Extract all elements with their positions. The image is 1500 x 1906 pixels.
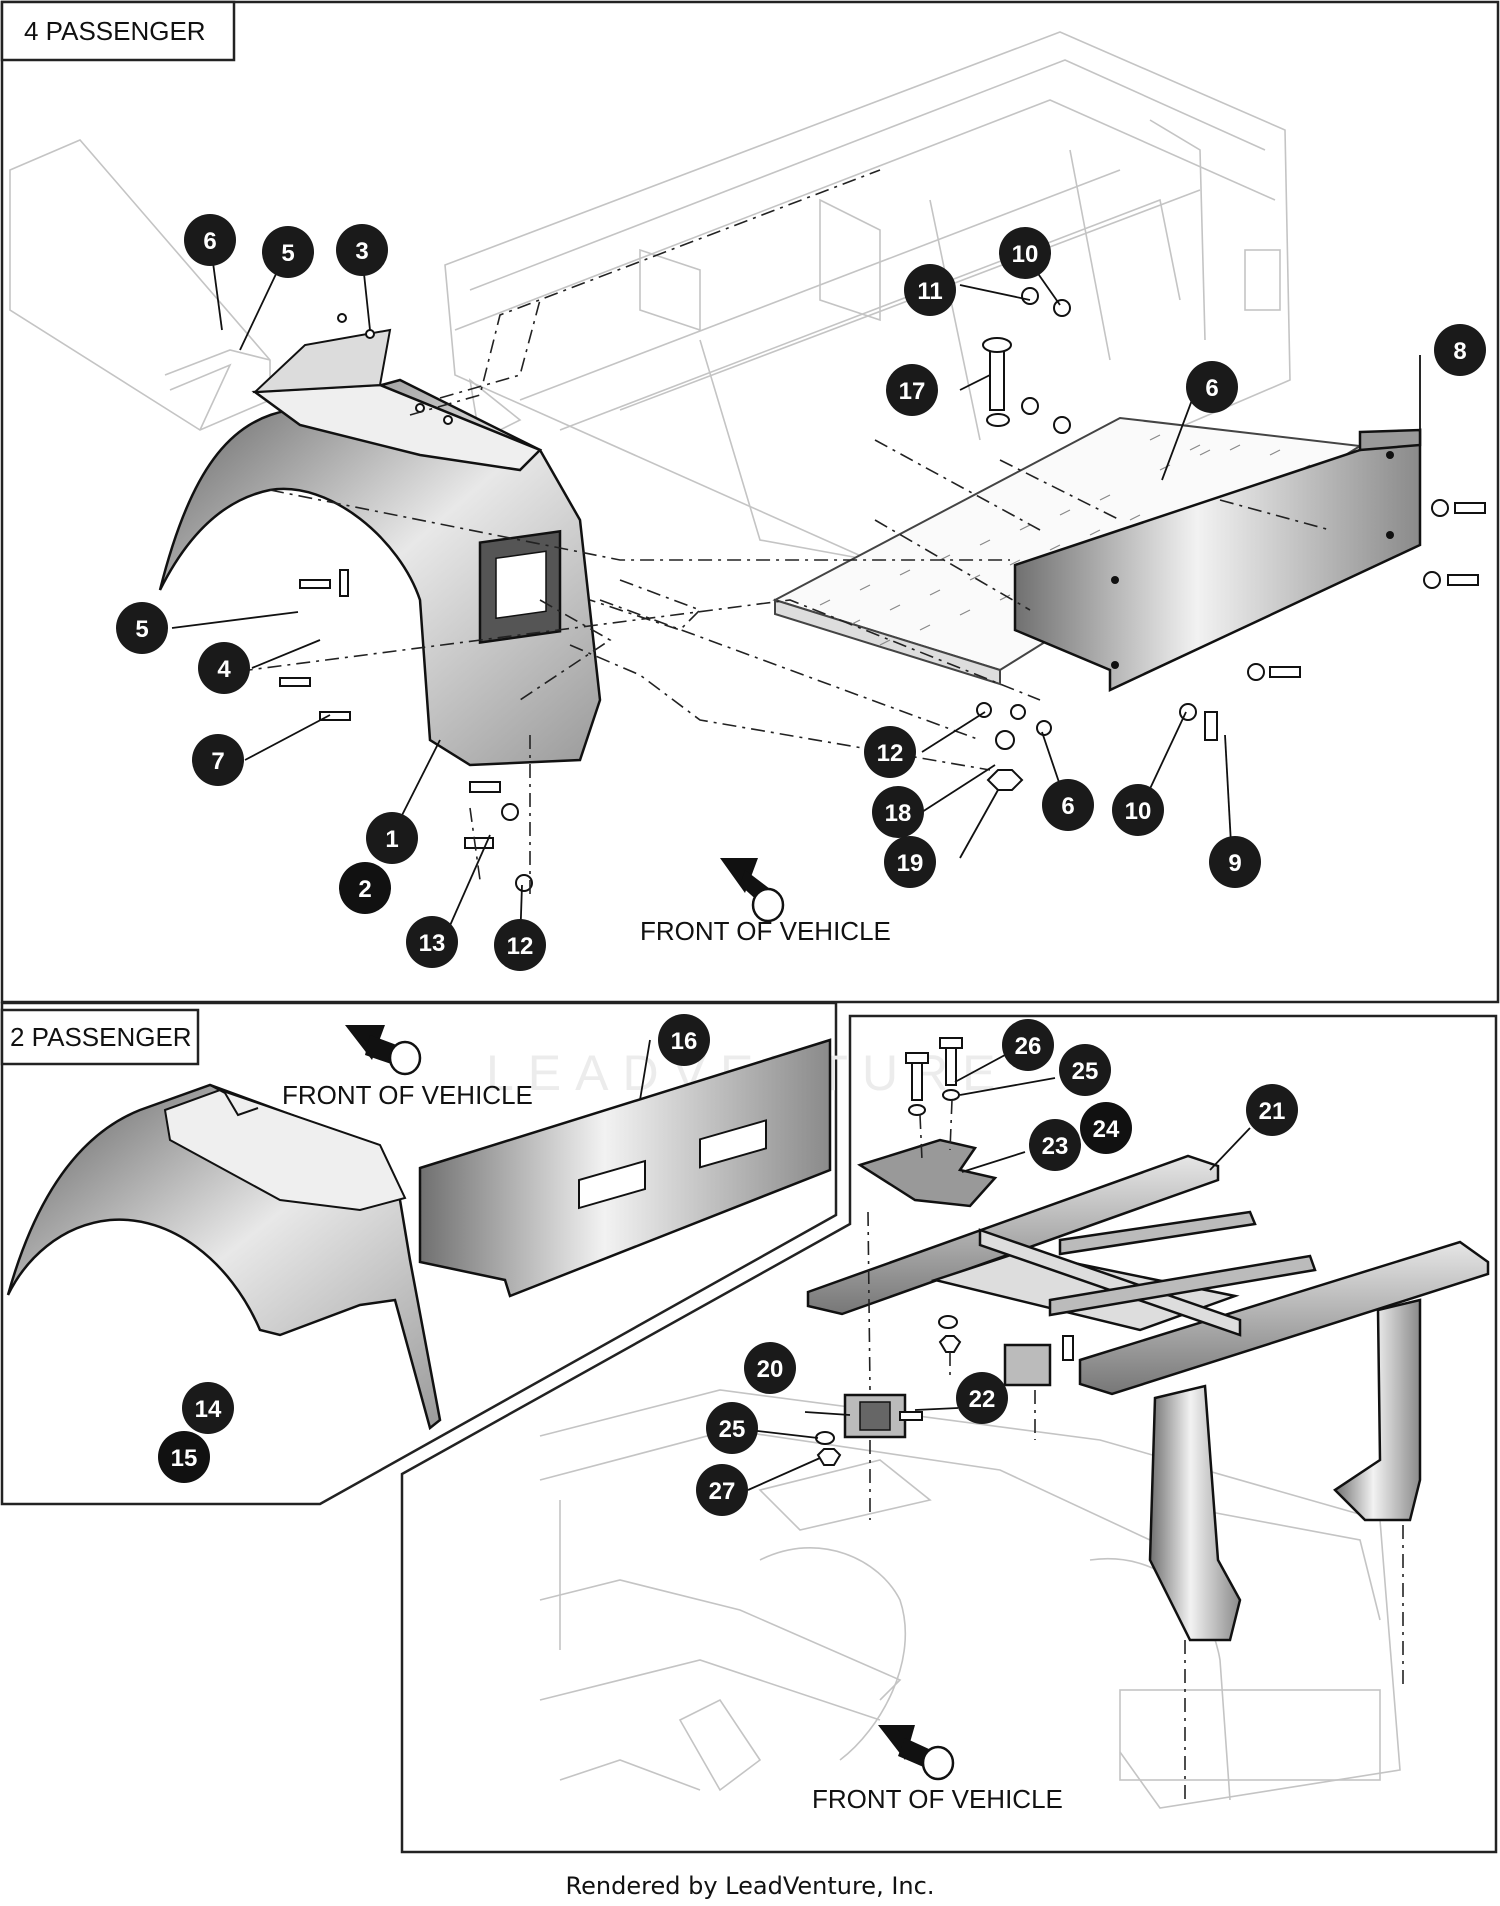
svg-text:6: 6: [1205, 375, 1218, 402]
svg-text:9: 9: [1228, 850, 1241, 877]
callout-1: 1: [366, 812, 418, 864]
svg-text:13: 13: [419, 930, 446, 957]
svg-text:15: 15: [171, 1445, 198, 1472]
svg-text:6: 6: [1061, 793, 1074, 820]
front-of-vehicle-label-middle: FRONT OF VEHICLE: [282, 1080, 533, 1110]
svg-text:10: 10: [1012, 241, 1039, 268]
callout-19: 19: [884, 836, 936, 888]
svg-text:25: 25: [1072, 1058, 1099, 1085]
callout-5-top-left: 5: [262, 226, 314, 278]
callout-20: 20: [744, 1342, 796, 1394]
callout-15: 15: [158, 1431, 210, 1483]
callout-17: 17: [886, 364, 938, 416]
rear-fender-part-1: [158, 328, 602, 767]
callout-9: 9: [1209, 836, 1261, 888]
callout-22: 22: [956, 1372, 1008, 1424]
svg-text:5: 5: [281, 240, 294, 267]
callout-5: 5: [116, 602, 168, 654]
callout-6-right: 6: [1186, 361, 1238, 413]
svg-text:11: 11: [917, 278, 942, 305]
alignment-lines-bottom: [867, 1099, 1404, 1800]
front-arrow-icon: [878, 1725, 955, 1781]
svg-text:26: 26: [1015, 1033, 1042, 1060]
svg-text:3: 3: [355, 238, 368, 265]
rendered-by-footer: Rendered by LeadVenture, Inc.: [566, 1872, 935, 1900]
callout-13: 13: [406, 916, 458, 968]
svg-text:2: 2: [358, 876, 371, 903]
ghost-chassis-bottom: [539, 1389, 1401, 1809]
top-fasteners: [279, 287, 1486, 892]
front-of-vehicle-label-top: FRONT OF VEHICLE: [640, 916, 891, 946]
callout-21: 21: [1246, 1084, 1298, 1136]
two-passenger-label-box: [0, 1008, 200, 1066]
svg-text:6: 6: [203, 228, 216, 255]
svg-text:8: 8: [1453, 338, 1466, 365]
svg-text:19: 19: [897, 850, 924, 877]
callout-11: 11: [904, 264, 956, 316]
svg-text:4: 4: [217, 656, 231, 683]
four-passenger-label-box: [0, 0, 236, 62]
four-passenger-title: 4 PASSENGER: [24, 16, 206, 46]
callout-6-top-left: 6: [184, 214, 236, 266]
callout-8: 8: [1434, 324, 1486, 376]
svg-text:23: 23: [1042, 1133, 1069, 1160]
svg-text:5: 5: [135, 616, 148, 643]
svg-text:7: 7: [211, 748, 224, 775]
callout-12-bottom: 12: [494, 919, 546, 971]
callout-3: 3: [336, 224, 388, 276]
svg-text:16: 16: [671, 1028, 698, 1055]
svg-text:18: 18: [885, 800, 912, 827]
callout-26: 26: [1002, 1019, 1054, 1071]
callout-2: 2: [339, 862, 391, 914]
callout-24: 24: [1080, 1102, 1132, 1154]
callout-10-bottom: 10: [1112, 784, 1164, 836]
two-passenger-frame: [0, 1001, 838, 1506]
seat-support-frame: [400, 1014, 1498, 1854]
alignment-lines-top: [209, 169, 1331, 900]
callout-27: 27: [696, 1464, 748, 1516]
svg-text:1: 1: [385, 826, 398, 853]
callout-25-bottom: 25: [706, 1402, 758, 1454]
callout-10-top: 10: [999, 227, 1051, 279]
callout-16: 16: [658, 1014, 710, 1066]
rear-fender-part-14: [6, 1083, 442, 1431]
svg-text:12: 12: [507, 933, 534, 960]
callout-12-right: 12: [864, 726, 916, 778]
rear-body-panel-part-16: [418, 1038, 832, 1298]
bottom-fasteners: [815, 1037, 1074, 1466]
callout-25-top: 25: [1059, 1044, 1111, 1096]
svg-text:17: 17: [899, 378, 926, 405]
front-of-vehicle-label-bottom: FRONT OF VEHICLE: [812, 1784, 1063, 1814]
svg-text:22: 22: [969, 1386, 996, 1413]
front-arrow-icon: [345, 1025, 422, 1076]
svg-text:21: 21: [1259, 1098, 1286, 1125]
svg-text:10: 10: [1125, 798, 1152, 825]
svg-text:27: 27: [709, 1478, 736, 1505]
callout-6-bottom: 6: [1042, 779, 1094, 831]
bracket-part-23: [857, 1138, 998, 1208]
callouts: 6 5 3 5 4 7 1 2 13 12 11 10 17 6 8 12 18…: [116, 214, 1486, 1516]
svg-text:24: 24: [1093, 1116, 1120, 1143]
two-passenger-title: 2 PASSENGER: [10, 1022, 192, 1052]
svg-text:25: 25: [719, 1416, 746, 1443]
svg-text:12: 12: [877, 740, 904, 767]
side-panel-ghost: [9, 139, 271, 431]
callout-7: 7: [192, 734, 244, 786]
front-arrow-icon: [720, 858, 785, 923]
svg-text:20: 20: [757, 1356, 784, 1383]
callout-23: 23: [1029, 1119, 1081, 1171]
svg-text:14: 14: [195, 1396, 222, 1423]
callout-18: 18: [872, 786, 924, 838]
callout-4: 4: [198, 642, 250, 694]
isolator-part-20: [843, 1343, 1052, 1439]
callout-14: 14: [182, 1382, 234, 1434]
ghost-chassis-top: [444, 31, 1291, 561]
seat-support-frame-part-21: [806, 1154, 1490, 1642]
